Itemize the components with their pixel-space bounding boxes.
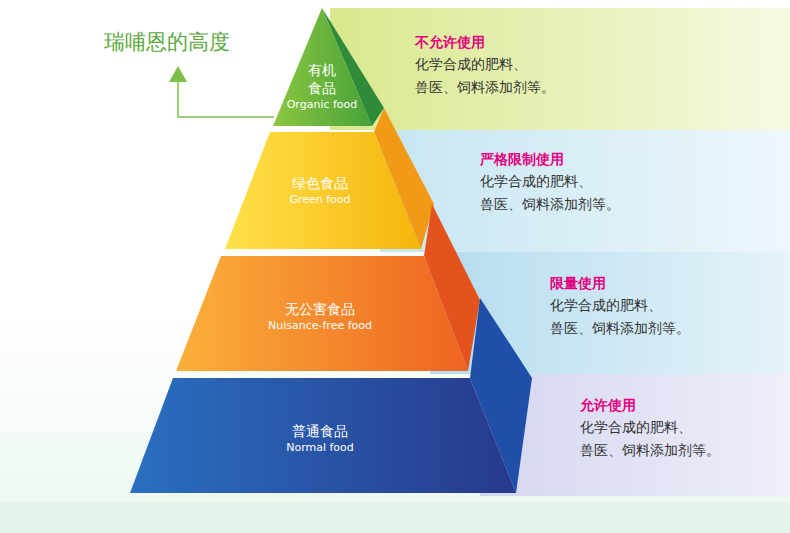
pyramid-tier: 绿色食品Green food [222, 100, 437, 250]
tier-front [225, 132, 421, 249]
tier-shape [172, 200, 482, 372]
tier-english: Organic food [287, 97, 358, 112]
panel-body: 化学合成的肥料、 兽医、饲料添加剂等。 [550, 294, 700, 340]
text-group: 无公害食品Nuisance-free food [268, 300, 372, 333]
leader-line [178, 80, 274, 117]
panel-heading: 不允许使用 [415, 31, 565, 53]
tier-name: 无公害食品 [268, 300, 372, 318]
pyramid-tier: 无公害食品Nuisance-free food [172, 200, 482, 372]
panel-heading: 限量使用 [550, 272, 700, 294]
usage-panel: 不允许使用化学合成的肥料、 兽医、饲料添加剂等。 [330, 8, 790, 130]
pyramid-tier: 普通食品Normal food [128, 296, 533, 496]
panel-ground [330, 8, 790, 130]
text-group: 绿色食品Green food [289, 174, 350, 207]
tier-name: 普通食品 [286, 422, 354, 440]
panel-body: 化学合成的肥料、 兽医、饲料添加剂等。 [580, 416, 730, 462]
text-group: 允许使用化学合成的肥料、 兽医、饲料添加剂等。 [580, 394, 730, 462]
arrow-head [169, 66, 187, 82]
tier-name: 绿色食品 [289, 174, 350, 192]
text-group: 有机 食品Organic food [287, 61, 358, 112]
tier-shape [128, 296, 533, 496]
text-group: 严格限制使用化学合成的肥料、 兽医、饲料添加剂等。 [480, 148, 630, 216]
text-group: 普通食品Normal food [286, 422, 354, 455]
text-group: 不允许使用化学合成的肥料、 兽医、饲料添加剂等。 [415, 31, 565, 99]
diagram-title: 瑞哺恩的高度 [104, 28, 230, 56]
bottom-strip [0, 502, 790, 533]
pyramid-tier: 有机 食品Organic food [270, 0, 390, 130]
tier-english: Nuisance-free food [268, 318, 372, 333]
tier-front [130, 378, 516, 493]
tier-name: 有机 食品 [306, 61, 338, 97]
panel-heading: 允许使用 [580, 394, 730, 416]
panel-shape [330, 8, 790, 130]
tier-front [176, 256, 468, 371]
tier-english: Green food [289, 192, 350, 207]
panel-ground [480, 374, 790, 496]
text-group: 限量使用化学合成的肥料、 兽医、饲料添加剂等。 [550, 272, 700, 340]
panel-body: 化学合成的肥料、 兽医、饲料添加剂等。 [480, 170, 630, 216]
panel-body: 化学合成的肥料、 兽医、饲料添加剂等。 [415, 53, 565, 99]
tier-english: Normal food [286, 440, 354, 455]
panel-heading: 严格限制使用 [480, 148, 630, 170]
